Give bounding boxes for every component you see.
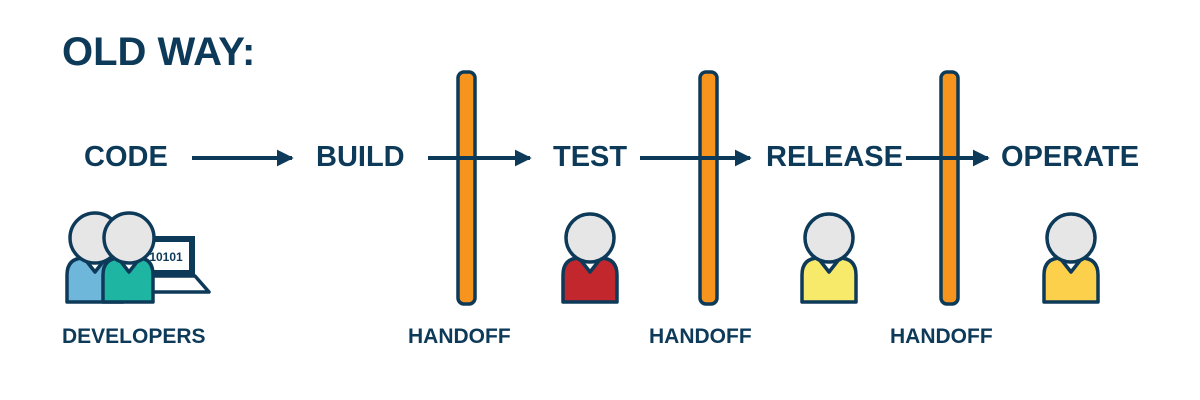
laptop-screen-text: 10101: [149, 250, 183, 264]
operator-person-icon: [1042, 212, 1100, 304]
handoff-label-3: HANDOFF: [890, 325, 993, 348]
developer-person-icon-2: [101, 211, 156, 304]
developers-label: DEVELOPERS: [62, 325, 206, 348]
releaser-person-icon: [800, 212, 858, 304]
handoff-bar-3: [939, 70, 960, 306]
tester-person-icon: [561, 212, 619, 304]
page-title: OLD WAY:: [62, 30, 256, 74]
step-test: TEST: [553, 141, 628, 173]
handoff-label-2: HANDOFF: [649, 325, 752, 348]
step-release: RELEASE: [766, 141, 903, 173]
handoff-label-1: HANDOFF: [408, 325, 511, 348]
handoff-bar-1: [456, 70, 477, 306]
step-build: BUILD: [316, 141, 405, 173]
step-operate: OPERATE: [1001, 141, 1140, 173]
handoff-bar-2: [698, 70, 719, 306]
step-code: CODE: [84, 141, 168, 173]
